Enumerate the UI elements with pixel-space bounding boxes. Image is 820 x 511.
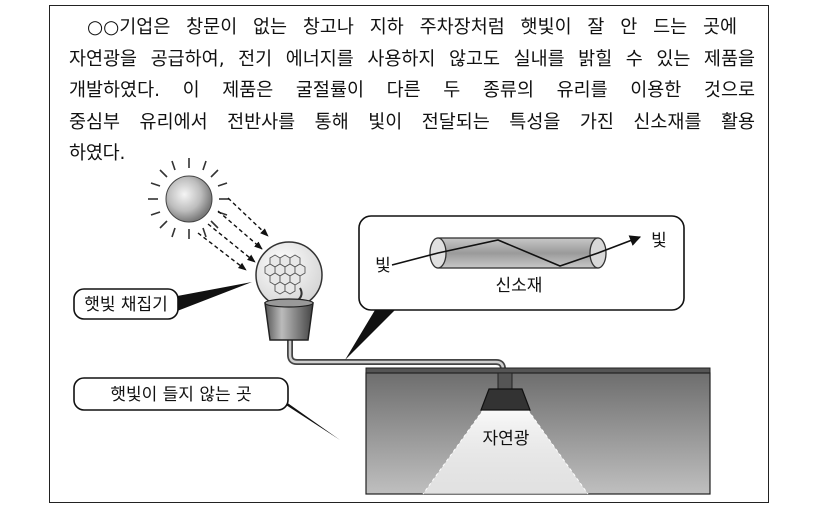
problem-frame [49,5,769,503]
dark-room-callout: 햇빛이 들지 않는 곳 [73,377,340,440]
collector-label: 햇빛 채집기 [84,295,168,315]
sun-icon [148,158,229,239]
collector-callout: 햇빛 채집기 [73,282,252,320]
passage-line-1: ○○기업은 창문이 없는 창고나 지하 주차장처럼 햇빛이 잘 안 드는 곳에 [87,17,737,38]
passage-text: ○○기업은 창문이 없는 창고나 지하 주차장처럼 햇빛이 잘 안 드는 곳에 … [69,12,755,170]
fiber-light-in-label: 빛 [375,256,391,276]
sun-rays [197,197,269,271]
sunlight-collector [255,241,323,341]
total-reflection-light-path [391,235,642,267]
passage-line-2: 자연광을 공급하여, 전기 에너지를 사용하지 않고도 실내를 밝힐 수 있는 … [69,48,755,70]
dark-room: 자연광 [365,367,711,495]
dark-room-label: 햇빛이 들지 않는 곳 [110,385,251,405]
fiber-cable [287,340,506,383]
collector-lens-array [264,254,306,295]
fiber-detail-callout: 빛 빛 신소재 [345,215,685,360]
fiber-tube [429,237,607,269]
fiber-light-out-label: 빛 [651,231,667,251]
passage-line-4: 중심부 유리에서 전반사를 통해 빛이 전달되는 특성을 가진 신소재를 활용 [69,111,755,133]
passage-line-3: 개발하였다. 이 제품은 굴절률이 다른 두 종류의 유리를 이용한 것으로 [69,80,755,101]
natural-light-label: 자연광 [483,429,530,449]
passage-line-5: 하였다. [69,143,126,164]
fiber-label: 신소재 [496,276,543,296]
